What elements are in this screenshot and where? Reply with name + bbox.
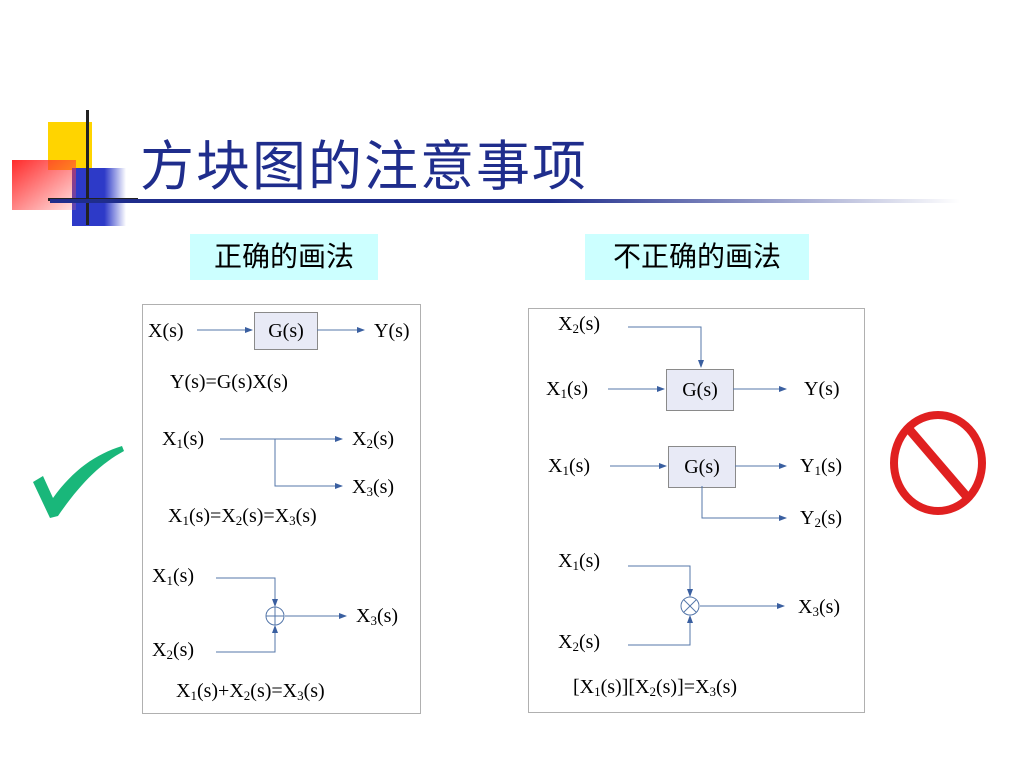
left-sum-output: X3(s) xyxy=(356,605,399,628)
left-g1-block: G(s) xyxy=(254,312,318,350)
incorrect-label: 不正确的画法 xyxy=(585,234,809,280)
check-mark-icon xyxy=(33,446,124,518)
left-g1-input: X(s) xyxy=(148,320,184,342)
page-title: 方块图的注意事项 xyxy=(140,135,588,198)
left-branch-equation: X1(s)=X2(s)=X3(s) xyxy=(168,505,317,528)
correct-diagram-panel xyxy=(142,304,421,714)
left-branch-output-1: X2(s) xyxy=(352,428,395,451)
right-g1-top-input: X2(s) xyxy=(558,313,601,336)
correct-label: 正确的画法 xyxy=(190,234,378,280)
left-sum-input-2: X2(s) xyxy=(152,639,195,662)
left-sum-equation: X1(s)+X2(s)=X3(s) xyxy=(176,680,325,703)
corner-logo xyxy=(12,110,142,230)
left-branch-output-2: X3(s) xyxy=(352,476,395,499)
right-mul-input-2: X2(s) xyxy=(558,631,601,654)
right-mul-input-1: X1(s) xyxy=(558,550,601,573)
left-g1-equation: Y(s)=G(s)X(s) xyxy=(170,371,288,393)
right-g1-input: X1(s) xyxy=(546,378,589,401)
left-branch-input: X1(s) xyxy=(162,428,205,451)
right-g2-output-2: Y2(s) xyxy=(800,507,843,530)
right-g2-input: X1(s) xyxy=(548,455,591,478)
left-sum-input-1: X1(s) xyxy=(152,565,195,588)
right-mul-output: X3(s) xyxy=(798,596,841,619)
right-g1-block: G(s) xyxy=(666,369,734,411)
title-underline xyxy=(50,199,960,203)
right-g2-block: G(s) xyxy=(668,446,736,488)
right-mul-equation: [X1(s)][X2(s)]=X3(s) xyxy=(573,676,738,699)
right-g1-output: Y(s) xyxy=(804,378,840,400)
left-g1-output: Y(s) xyxy=(374,320,410,342)
prohibition-icon xyxy=(890,411,986,515)
right-g2-output-1: Y1(s) xyxy=(800,455,843,478)
